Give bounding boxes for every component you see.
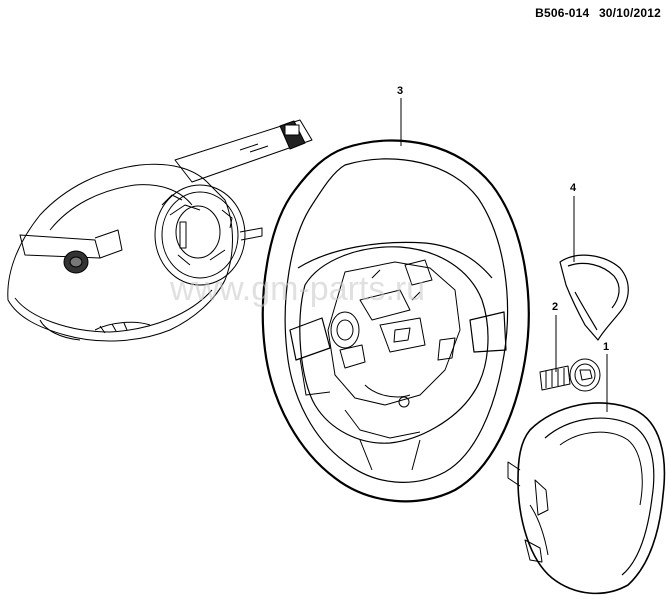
callout-4: 4 bbox=[570, 182, 577, 194]
diagram-date: 30/10/2012 bbox=[598, 6, 661, 20]
watermark-text: www.gm-parts.ru bbox=[169, 270, 425, 308]
callout-3: 3 bbox=[397, 85, 403, 97]
trim-cover bbox=[559, 254, 629, 341]
steering-wheel bbox=[261, 139, 530, 503]
airbag-module bbox=[507, 402, 666, 595]
mounting-bolt bbox=[539, 358, 601, 392]
diagram-reference: B506-014 30/10/2012 bbox=[535, 6, 661, 20]
diagram-code: B506-014 bbox=[535, 6, 590, 20]
column-switch-assembly bbox=[7, 119, 313, 342]
callout-leaders bbox=[400, 98, 608, 412]
callout-2: 2 bbox=[552, 301, 558, 313]
callout-1: 1 bbox=[603, 341, 609, 353]
